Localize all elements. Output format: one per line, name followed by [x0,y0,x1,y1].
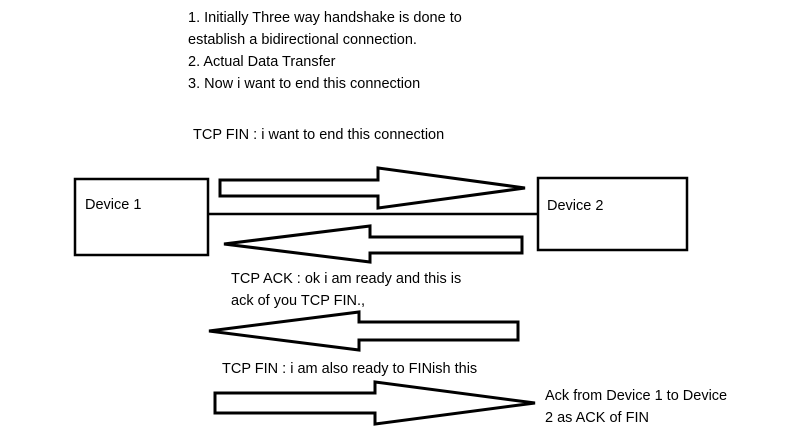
note-line-3: 2. Actual Data Transfer [188,54,336,70]
device-2-box [536,176,689,252]
ack-arrow-left [223,224,524,264]
ack2-message-label-line-1: Ack from Device 1 to Device [545,388,728,404]
ack-message-label-line-2: ack of you TCP FIN., [231,293,366,309]
device-1-label: Device 1 [85,197,142,213]
fin2-message-label: TCP FIN : i am also ready to FINish this [222,361,478,377]
note-line-1: 1. Initially Three way handshake is done… [188,10,462,26]
fin-message-label: TCP FIN : i want to end this connection [193,127,445,143]
device-1-box [73,177,210,257]
ack2-arrow-right [213,380,536,426]
ack-message-label-line-1: TCP ACK : ok i am ready and this is [231,271,462,287]
fin-arrow-right [218,166,526,210]
note-line-4: 3. Now i want to end this connection [188,76,421,92]
fin2-arrow-left [208,310,520,352]
ack2-message-label-line-2: 2 as ACK of FIN [545,410,649,426]
device-2-label: Device 2 [547,198,604,214]
note-line-2: establish a bidirectional connection. [188,32,417,48]
